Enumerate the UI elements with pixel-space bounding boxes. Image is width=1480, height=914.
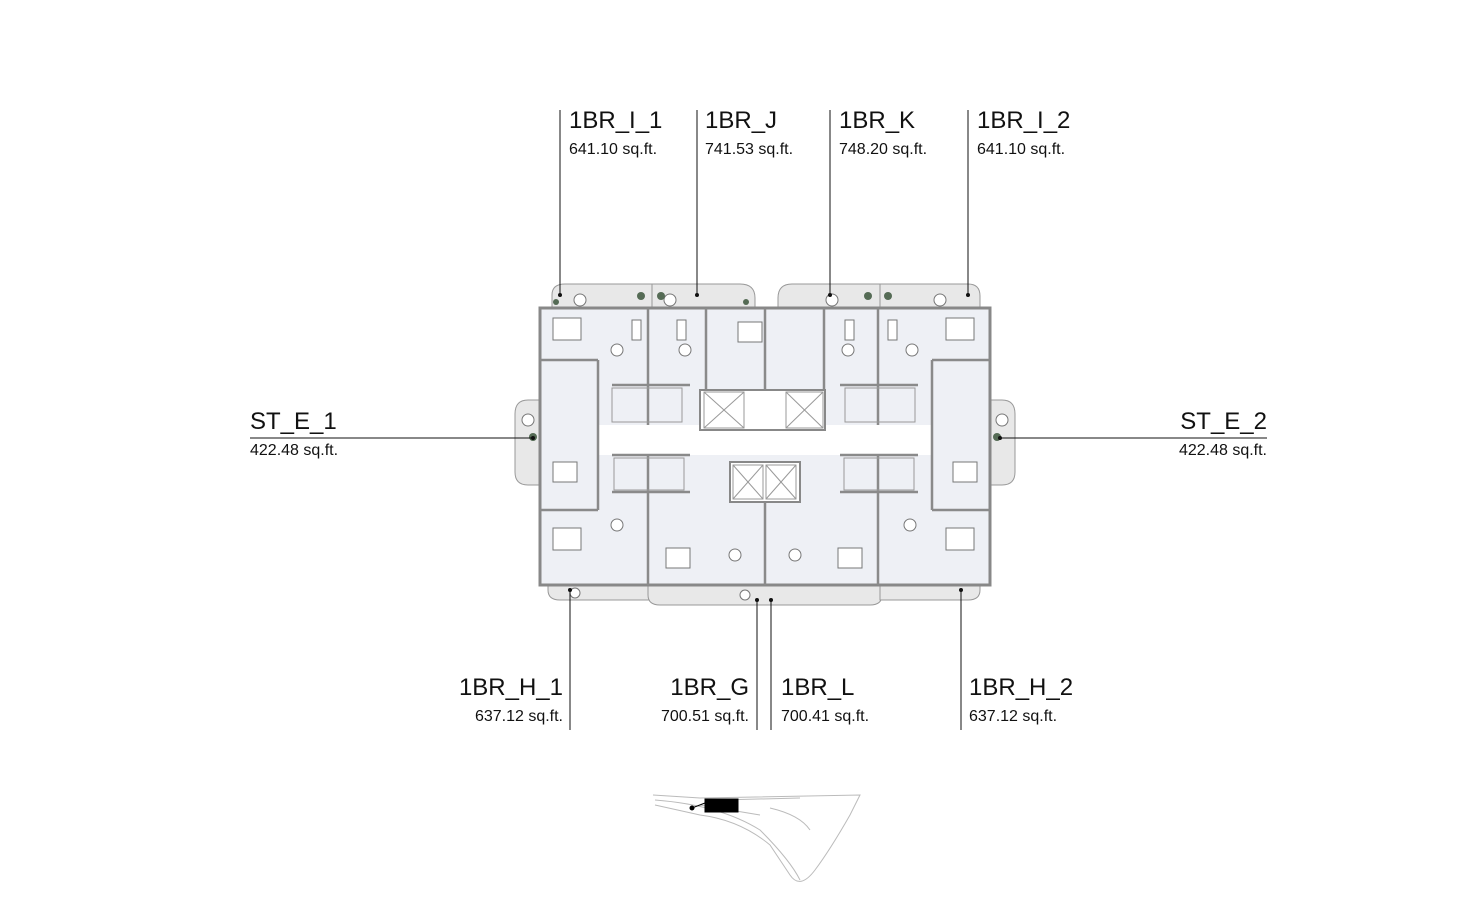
unit-label-1br-i-1: 1BR_I_1 641.10 sq.ft.: [569, 108, 662, 160]
stair-and-lift-cores: [611, 387, 916, 500]
unit-label-1br-k: 1BR_K 748.20 sq.ft.: [839, 108, 927, 160]
unit-label-st-e-2: ST_E_2 422.48 sq.ft.: [1179, 409, 1267, 461]
unit-area: 637.12 sq.ft.: [474, 708, 563, 725]
unit-label-1br-h-1: 1BR_H_1 637.12 sq.ft.: [459, 675, 563, 727]
plants: [529, 292, 1001, 441]
unit-area: 641.10 sq.ft.: [977, 141, 1066, 158]
unit-label-1br-h-2: 1BR_H_2 637.12 sq.ft.: [969, 675, 1073, 727]
unit-name: 1BR_I_1: [569, 107, 663, 134]
unit-label-st-e-1: ST_E_1 422.48 sq.ft.: [250, 409, 338, 461]
unit-name: 1BR_K: [839, 107, 916, 134]
unit-name: 1BR_G: [670, 674, 749, 701]
leader-dots: [531, 293, 1002, 602]
unit-name: 1BR_H_2: [969, 674, 1074, 701]
unit-label-1br-j: 1BR_J 741.53 sq.ft.: [705, 108, 793, 160]
unit-label-1br-g: 1BR_G 700.51 sq.ft.: [661, 675, 749, 727]
unit-name: 1BR_J: [705, 107, 778, 134]
unit-name: 1BR_L: [781, 674, 855, 701]
unit-label-1br-i-2: 1BR_I_2 641.10 sq.ft.: [977, 108, 1070, 160]
leader-lines: [250, 110, 1267, 730]
unit-area: 641.10 sq.ft.: [569, 141, 658, 158]
unit-area: 700.51 sq.ft.: [660, 708, 749, 725]
unit-area: 637.12 sq.ft.: [969, 708, 1058, 725]
unit-area: 748.20 sq.ft.: [839, 141, 928, 158]
unit-name: 1BR_H_1: [458, 674, 563, 701]
unit-name: ST_E_2: [1180, 408, 1267, 435]
unit-area: 422.48 sq.ft.: [1178, 442, 1267, 459]
furniture: [521, 293, 1009, 601]
unit-area: 422.48 sq.ft.: [250, 442, 339, 459]
interior-walls: [540, 308, 990, 585]
unit-name: 1BR_I_2: [977, 107, 1071, 134]
unit-area: 700.41 sq.ft.: [781, 708, 870, 725]
unit-name: ST_E_1: [250, 408, 337, 435]
unit-area: 741.53 sq.ft.: [705, 141, 794, 158]
unit-label-1br-l: 1BR_L 700.41 sq.ft.: [781, 675, 869, 727]
key-plan: [652, 794, 861, 882]
